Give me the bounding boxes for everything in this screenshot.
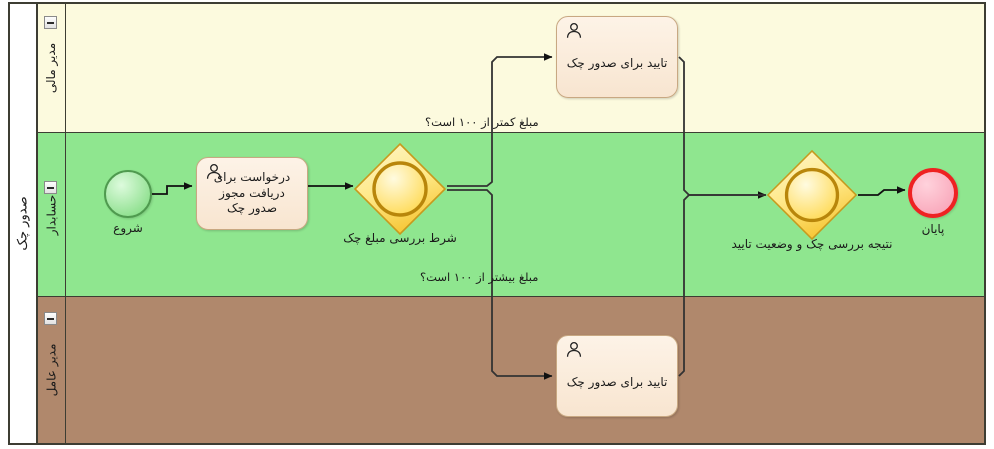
lane-body-finance-manager [66, 4, 984, 132]
task-request-permit[interactable]: درخواست برای دریافت مجوز صدور چک [196, 157, 308, 230]
gateway-amount-check[interactable] [352, 141, 448, 237]
task-approve-finance-label: تایید برای صدور چک [566, 56, 668, 71]
user-icon [566, 23, 582, 38]
lane-header-finance-manager: مدیر مالی [38, 4, 66, 132]
gateway-result-check[interactable] [765, 148, 859, 242]
start-event[interactable] [104, 170, 152, 218]
task-approve-finance[interactable]: تایید برای صدور چک [556, 16, 678, 98]
lane-ceo[interactable]: مدیر عامل [38, 297, 984, 443]
task-approve-ceo[interactable]: تایید برای صدور چک [556, 335, 678, 417]
pool-label-text: صدور چک [15, 196, 31, 251]
end-event-label: پایان [921, 222, 945, 236]
flow-label-amount-greater-than-100: مبلغ بیشتر از ۱۰۰ است؟ [420, 270, 539, 284]
user-icon [206, 164, 222, 179]
user-icon [566, 342, 582, 357]
lane-header-accountant: حسابدار [38, 133, 66, 296]
gateway-result-check-label: نتیجه بررسی چک و وضعیت تایید [731, 237, 893, 251]
task-approve-ceo-label: تایید برای صدور چک [566, 375, 668, 390]
flow-label-amount-less-than-100: مبلغ کمتر از ۱۰۰ است؟ [425, 115, 539, 129]
lane-collapse-icon-accountant[interactable] [44, 181, 57, 194]
gateway-amount-check-label: شرط بررسی مبلغ چک [343, 231, 457, 245]
lane-header-ceo: مدیر عامل [38, 297, 66, 443]
lane-label-ceo: مدیر عامل [44, 343, 59, 397]
lane-label-finance-manager: مدیر مالی [44, 42, 59, 94]
lane-label-accountant: حسابدار [44, 194, 59, 235]
task-request-permit-label: درخواست برای دریافت مجوز صدور چک [213, 169, 291, 216]
start-event-label: شروع [113, 221, 143, 235]
lane-collapse-icon-ceo[interactable] [44, 312, 57, 325]
end-event[interactable] [908, 168, 958, 218]
lane-body-ceo [66, 297, 984, 443]
lane-finance-manager[interactable]: مدیر مالی [38, 4, 984, 133]
lane-collapse-icon-finance-manager[interactable] [44, 16, 57, 29]
pool-label: صدور چک [10, 4, 38, 443]
